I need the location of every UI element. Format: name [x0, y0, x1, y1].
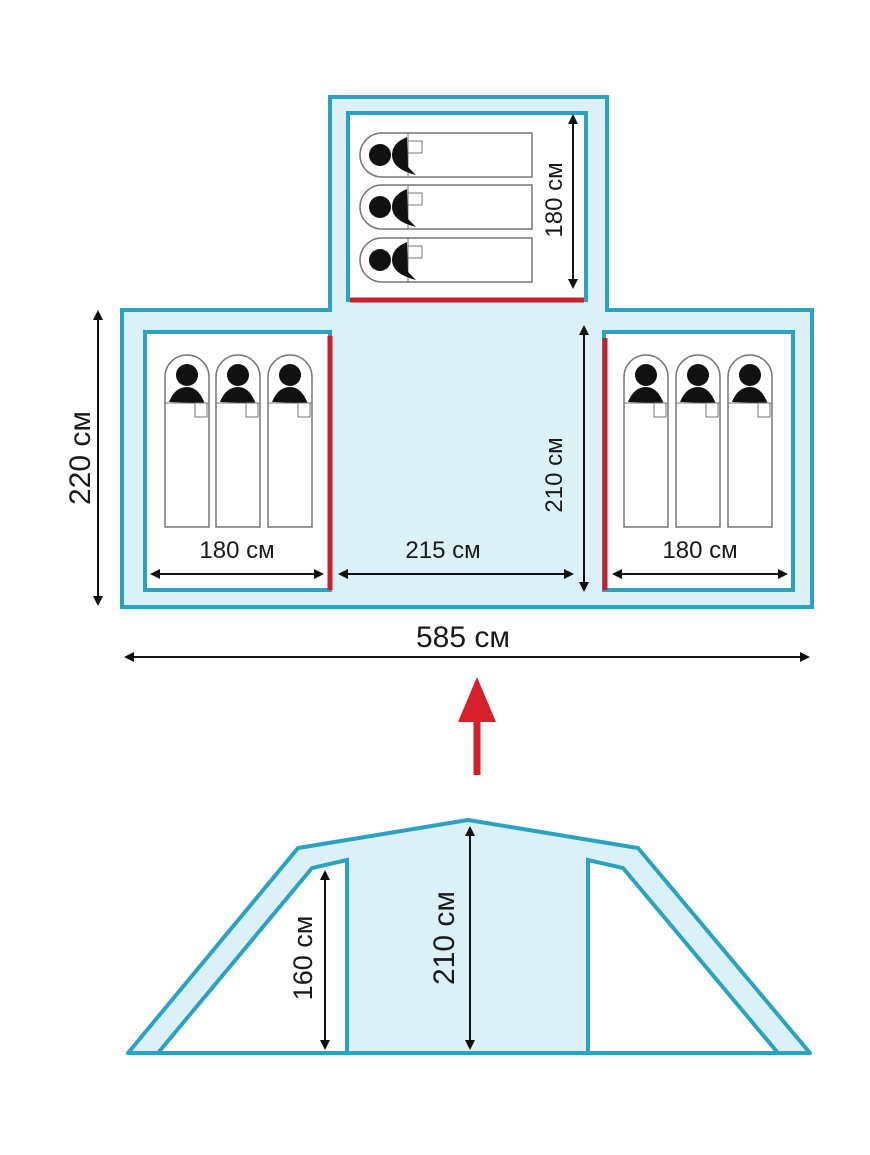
total-width-label: 585 см	[416, 621, 510, 654]
person-icon	[369, 249, 391, 271]
depth-label: 220 см	[64, 411, 97, 505]
side-height-label: 160 см	[288, 916, 318, 1001]
left-width-label: 180 см	[199, 537, 274, 564]
right-width-label: 180 см	[662, 537, 737, 564]
sleeping-bag-right	[727, 354, 773, 528]
floor-plan: 180 см 215 см 180 см 585 см 220 см 210 с…	[64, 95, 814, 662]
sleeping-bag-top	[359, 184, 533, 230]
right-room-profile	[586, 857, 783, 1055]
left-room-profile	[153, 857, 349, 1055]
person-icon	[227, 364, 249, 386]
sleeping-bag-left	[267, 354, 313, 528]
person-icon	[635, 364, 657, 386]
person-icon	[369, 144, 391, 166]
sleeping-bag-left	[215, 354, 261, 528]
top-length-label: 180 см	[541, 162, 568, 237]
vestibule-width-label: 215 см	[405, 537, 480, 564]
entrance-arrow-icon	[458, 677, 496, 775]
person-icon	[369, 196, 391, 218]
person-icon	[176, 364, 198, 386]
sleeping-bags	[164, 132, 773, 528]
sleeping-bag-right	[623, 354, 669, 528]
sleeping-bag-top	[359, 132, 533, 178]
person-icon	[739, 364, 761, 386]
center-height-label: 210 см	[428, 891, 461, 985]
side-elevation: 160 см 210 см	[126, 818, 812, 1055]
sleeping-bag-left	[164, 354, 210, 528]
sleeping-bag-right	[675, 354, 721, 528]
sleeping-bag-top	[359, 237, 533, 283]
vestibule-depth-label: 210 см	[541, 437, 568, 512]
person-icon	[279, 364, 301, 386]
person-icon	[687, 364, 709, 386]
